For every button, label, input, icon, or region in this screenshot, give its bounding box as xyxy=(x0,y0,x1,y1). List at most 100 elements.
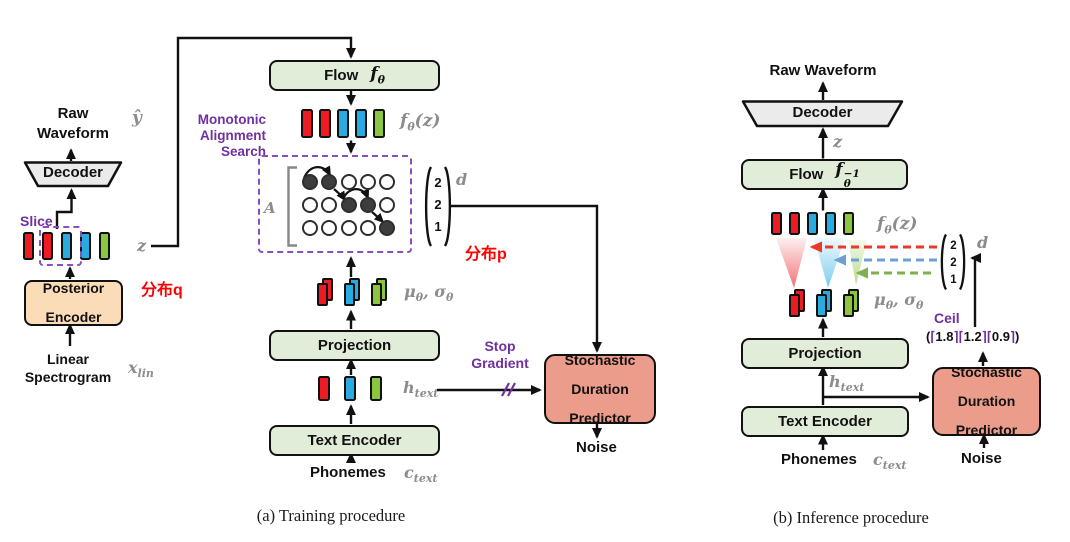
alignment-node-active xyxy=(359,196,376,213)
red-block-front xyxy=(317,283,328,306)
blue-stat-pair xyxy=(816,289,833,318)
blue-stat-pair xyxy=(344,278,361,307)
red-block xyxy=(771,212,782,235)
alignment-A-label: A xyxy=(264,199,276,217)
inference-caption: (b) Inference procedure xyxy=(773,508,929,527)
alignment-node-active xyxy=(321,174,338,190)
red-fan xyxy=(776,238,807,288)
ceil-value: 1.2 xyxy=(963,329,982,344)
stop-line2: Gradient xyxy=(471,355,529,371)
alignment-node xyxy=(302,219,318,236)
inference-htext-label: htext xyxy=(829,372,865,395)
training-musigma-label: μθ, σθ xyxy=(404,282,454,305)
projection-label: Projection xyxy=(317,337,392,354)
inference-raw-waveform-label: Raw Waveform xyxy=(769,62,877,79)
training-htext-label: htext xyxy=(403,378,439,401)
raw-line1: Raw xyxy=(57,105,89,122)
distribution-q-label: 分布q xyxy=(141,282,183,299)
mas-line2: Alignment xyxy=(200,128,266,143)
red-stat-pair xyxy=(317,278,334,307)
sdp-line1: Stochastic xyxy=(564,351,636,368)
duration-value: 2 xyxy=(950,257,957,269)
red-block xyxy=(789,212,800,235)
mas-arc-2 xyxy=(342,188,370,200)
mas-dashed-box xyxy=(258,155,412,253)
green-block-front xyxy=(843,294,854,317)
sdp-line3: Predictor xyxy=(569,409,631,426)
alignment-node xyxy=(321,196,338,213)
lceil: ⌈ xyxy=(986,329,992,344)
alignment-node xyxy=(359,174,376,190)
y-hat-label: ŷ xyxy=(132,108,142,128)
alignment-node-active xyxy=(340,196,357,213)
red-stat-pair xyxy=(789,289,806,318)
sdp-b-line3: Predictor xyxy=(955,422,1018,438)
projection-b-label: Projection xyxy=(788,345,862,362)
slice-dashed-box xyxy=(39,226,82,266)
paren-close: ) xyxy=(1015,329,1020,344)
inverse-sup: −1 xyxy=(843,168,860,180)
flow-inv-label: Flow xyxy=(789,166,824,183)
inference-d-paren-left xyxy=(940,233,948,291)
training-musigma-blocks xyxy=(317,278,388,307)
training-decoder-trapezoid xyxy=(23,161,123,188)
ceil-value: 1.8 xyxy=(935,329,954,344)
stop-gradient-slashes xyxy=(501,382,516,397)
inference-noise-label: Noise xyxy=(961,450,1002,467)
red-block xyxy=(23,232,34,260)
theta-sub: θ xyxy=(843,178,851,190)
z-label: z xyxy=(137,236,147,255)
training-fz-blocks xyxy=(301,109,385,138)
duration-value: 1 xyxy=(950,274,957,286)
training-noise-label: Noise xyxy=(576,439,617,456)
alignment-node-active xyxy=(302,174,318,190)
distribution-p-label: 分布p xyxy=(465,246,507,263)
red-block xyxy=(301,109,313,138)
inference-d-label: d xyxy=(977,233,989,252)
rceil: ⌉ xyxy=(953,329,959,344)
blue-block xyxy=(355,109,367,138)
green-block xyxy=(370,376,382,401)
training-flow-box: Flow fθ xyxy=(269,60,440,91)
training-decoder-label: Decoder xyxy=(42,164,104,181)
red-block xyxy=(319,109,331,138)
alignment-node xyxy=(379,196,396,213)
red-block xyxy=(42,232,53,260)
training-caption: (a) Training procedure xyxy=(256,506,406,525)
inference-musigma-blocks xyxy=(789,289,860,318)
training-d-label: d xyxy=(456,170,468,189)
stop-line1: Stop xyxy=(484,338,516,354)
training-sdp-box: Stochastic Duration Predictor xyxy=(544,351,656,426)
rceil: ⌉ xyxy=(981,329,987,344)
linear-line1: Linear xyxy=(46,351,89,367)
training-ctext-label: ctext xyxy=(404,463,438,486)
linear-line2: Spectrogram xyxy=(24,369,112,385)
training-phonemes-label: Phonemes xyxy=(310,464,386,481)
lceil: ⌈ xyxy=(958,329,964,344)
alignment-node xyxy=(340,174,357,190)
arrow-slice-to-decoder xyxy=(55,188,77,229)
duration-value: 1 xyxy=(434,219,442,234)
blue-block xyxy=(344,376,356,401)
connector-ceil-to-d-b xyxy=(970,252,982,327)
training-projection-box: Projection xyxy=(269,330,440,361)
slash-2 xyxy=(507,382,516,397)
inference-decoder-label: Decoder xyxy=(792,104,853,121)
slice-label: Slice xyxy=(20,213,53,229)
training-d-paren-right xyxy=(443,166,452,247)
alignment-node xyxy=(302,196,318,213)
ceil-value: 0.9 xyxy=(991,329,1010,344)
alignment-node xyxy=(379,174,396,190)
connector-d-to-sdp xyxy=(451,204,603,353)
duration-value: 2 xyxy=(434,175,442,190)
inference-fz-blocks xyxy=(771,212,854,235)
lceil: ⌈ xyxy=(930,329,936,344)
linear-spectrogram-label: Linear Spectrogram xyxy=(8,350,128,386)
training-htext-blocks xyxy=(318,376,382,401)
inference-projection-box: Projection xyxy=(741,338,909,369)
posterior-line2: Encoder xyxy=(45,309,102,325)
sdp-b-line1: Stochastic xyxy=(951,364,1022,380)
